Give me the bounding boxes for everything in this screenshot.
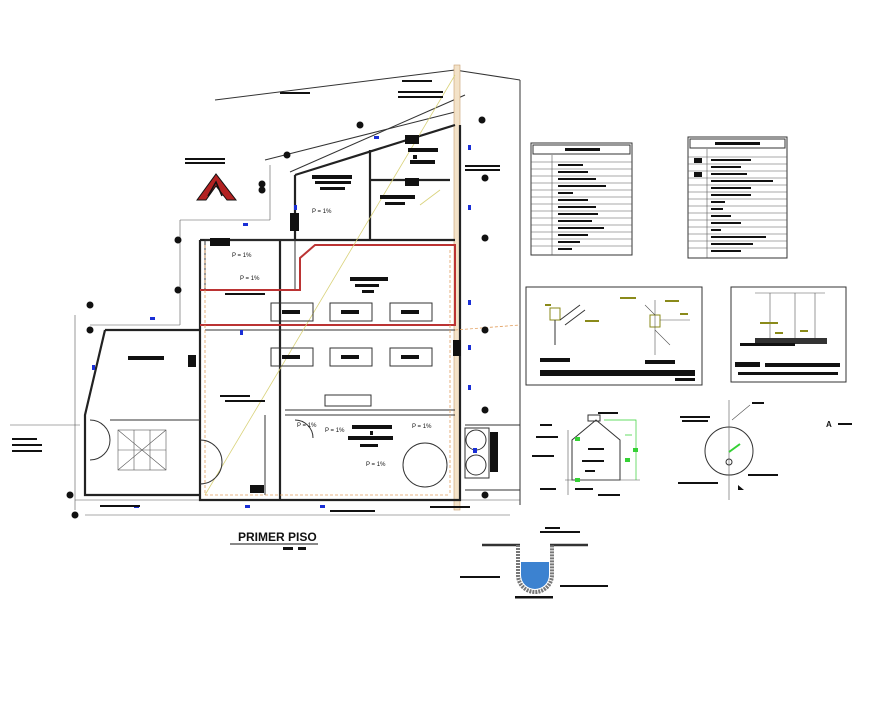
detail-box <box>525 286 847 386</box>
room-labels <box>128 148 438 447</box>
svg-text:P = 1%: P = 1% <box>325 428 345 434</box>
svg-text:P = 1%: P = 1% <box>240 276 260 282</box>
svg-text:P = 1%: P = 1% <box>232 253 252 259</box>
cistern-icon <box>402 442 448 488</box>
legend-table-icon <box>530 136 788 259</box>
water-lines <box>204 74 521 496</box>
slope-labels: P = 1% P = 1% P = 1% P = 1% P = 1% P = 1… <box>232 209 432 468</box>
cistern-section <box>460 527 608 599</box>
grid-bubble-icon <box>66 116 489 519</box>
north-arrow-icon <box>196 173 238 201</box>
svg-text:P = 1%: P = 1% <box>412 424 432 430</box>
section-marker: A <box>826 420 832 429</box>
svg-text:P = 1%: P = 1% <box>366 462 386 468</box>
annotation-leaders <box>12 80 500 512</box>
svg-text:P = 1%: P = 1% <box>297 423 317 429</box>
fixtures <box>89 135 498 493</box>
svg-text:P = 1%: P = 1% <box>312 209 332 215</box>
water-tank-icon <box>532 412 640 496</box>
tank-plan: A <box>678 400 852 500</box>
drain-line <box>200 244 456 326</box>
drawing-title: PRIMER PISO <box>238 530 317 544</box>
